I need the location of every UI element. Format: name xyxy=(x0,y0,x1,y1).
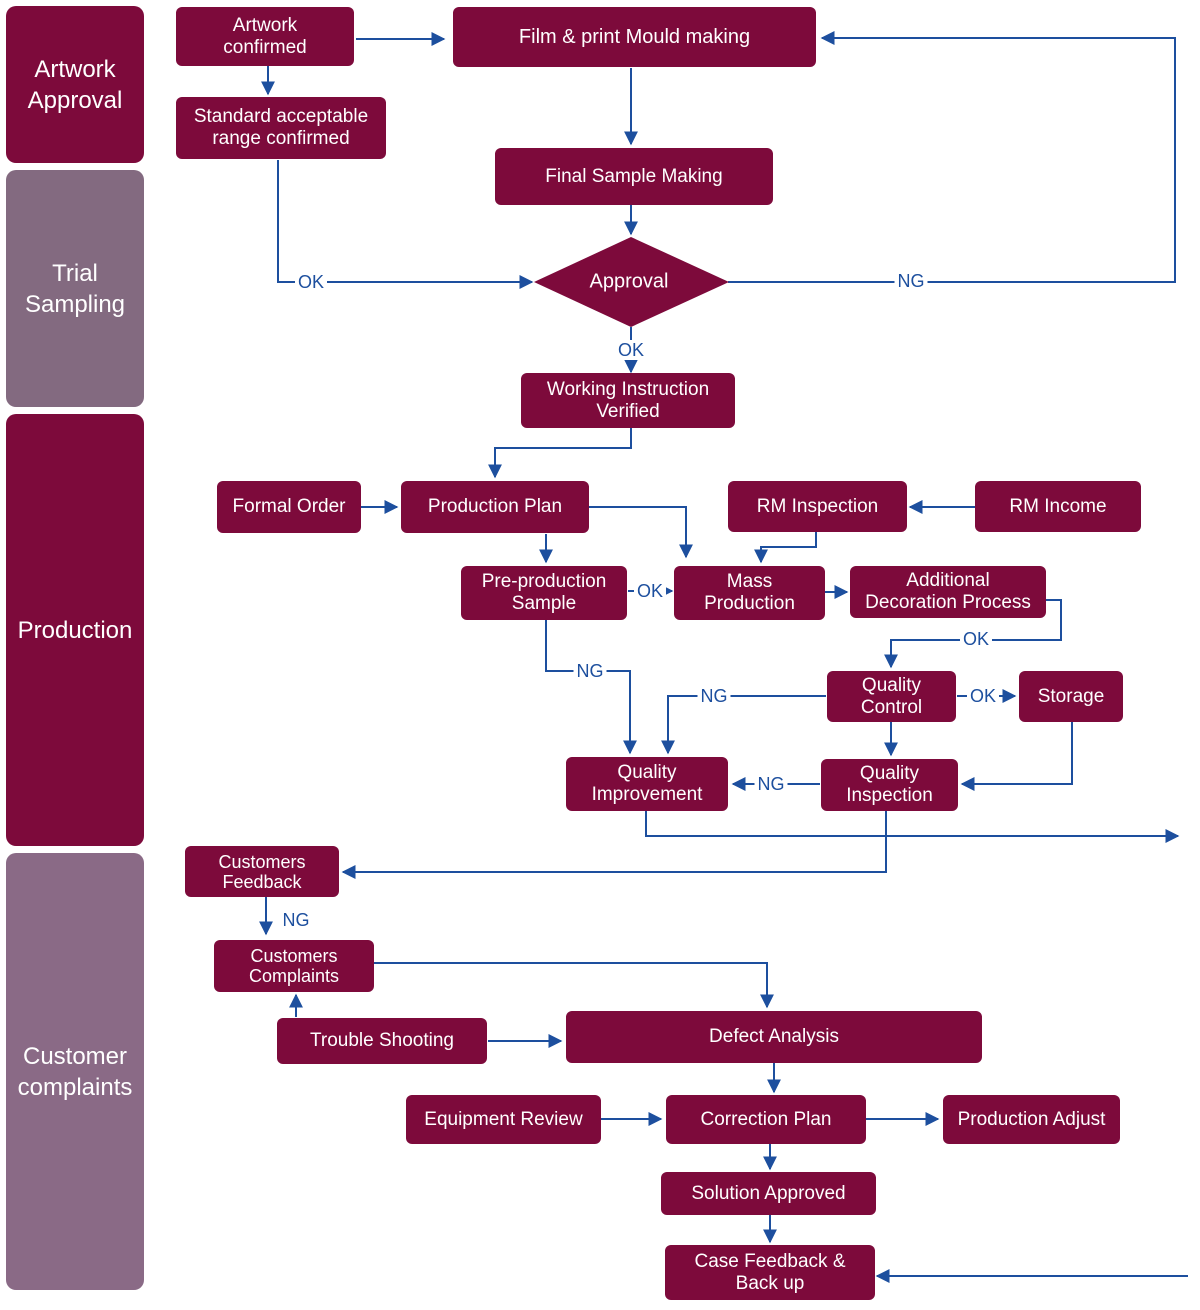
edge-improvement-to-right xyxy=(645,811,1180,843)
lane-production: Production xyxy=(6,414,144,846)
node-quality-control: Quality Control xyxy=(827,671,956,722)
node-solution-approved: Solution Approved xyxy=(661,1172,876,1215)
node-defect-analysis: Defect Analysis xyxy=(566,1011,982,1063)
node-standard-range: Standard acceptable range confirmed xyxy=(176,97,386,159)
label-ok-pre-to-mass: OK xyxy=(633,581,667,601)
label-ok-to-approval: OK xyxy=(294,272,328,292)
node-pre-production-sample: Pre-production Sample xyxy=(461,566,627,620)
node-production-plan: Production Plan xyxy=(401,481,589,533)
node-working-instruction: Working Instruction Verified xyxy=(521,373,735,428)
node-customers-complaints: Customers Complaints xyxy=(214,940,374,992)
label-ng-feedback: NG xyxy=(279,910,313,930)
node-production-adjust: Production Adjust xyxy=(943,1095,1120,1144)
node-correction-plan: Correction Plan xyxy=(666,1095,866,1144)
node-storage: Storage xyxy=(1019,671,1123,722)
node-customers-feedback: Customers Feedback xyxy=(185,846,339,897)
edge-storage-to-inspection xyxy=(960,722,1073,791)
label-ok-decoration-to-qc: OK xyxy=(959,629,993,649)
node-case-feedback: Case Feedback & Back up xyxy=(665,1245,875,1300)
node-rm-income: RM Income xyxy=(975,481,1141,532)
label-ng-qc: NG xyxy=(697,686,731,706)
node-artwork-confirmed: Artwork confirmed xyxy=(176,7,354,66)
lane-trial-sampling: Trial Sampling xyxy=(6,170,144,407)
label-ok-below-approval: OK xyxy=(614,340,648,360)
edge-standard-to-approval xyxy=(277,160,534,289)
edge-plan-to-mass xyxy=(589,506,693,559)
label-ng-from-approval: NG xyxy=(894,271,928,291)
node-formal-order: Formal Order xyxy=(217,481,361,533)
node-rm-inspection: RM Inspection xyxy=(728,481,907,532)
edge-inspection-to-feedback xyxy=(341,811,887,879)
node-equipment-review: Equipment Review xyxy=(406,1095,601,1144)
node-trouble-shooting: Trouble Shooting xyxy=(277,1018,487,1064)
node-additional-decoration: Additional Decoration Process xyxy=(850,566,1046,618)
edge-rminspection-to-mass xyxy=(754,532,817,564)
approval-diamond xyxy=(534,237,729,327)
label-ng-pre-production: NG xyxy=(573,661,607,681)
node-final-sample: Final Sample Making xyxy=(495,148,773,205)
label-ok-qc-to-storage: OK xyxy=(966,686,1000,706)
edge-additional-to-qc xyxy=(884,599,1062,669)
lane-artwork-approval: Artwork Approval xyxy=(6,6,144,163)
edge-working-to-plan xyxy=(488,428,632,479)
label-ng-inspection: NG xyxy=(754,774,788,794)
node-approval-label: Approval xyxy=(589,270,669,293)
edge-approval-ng-to-film xyxy=(728,31,1176,283)
edge-qc-ng-to-improvement xyxy=(661,695,826,755)
node-mass-production: Mass Production xyxy=(674,566,825,620)
node-quality-improvement: Quality Improvement xyxy=(566,757,728,811)
edge-complaints-to-defect xyxy=(374,962,774,1009)
node-film-mould: Film & print Mould making xyxy=(453,7,816,67)
lane-customer-complaints: Customer complaints xyxy=(6,853,144,1290)
edge-pre-ng-to-improvement xyxy=(545,620,637,755)
node-quality-inspection: Quality Inspection xyxy=(821,759,958,811)
